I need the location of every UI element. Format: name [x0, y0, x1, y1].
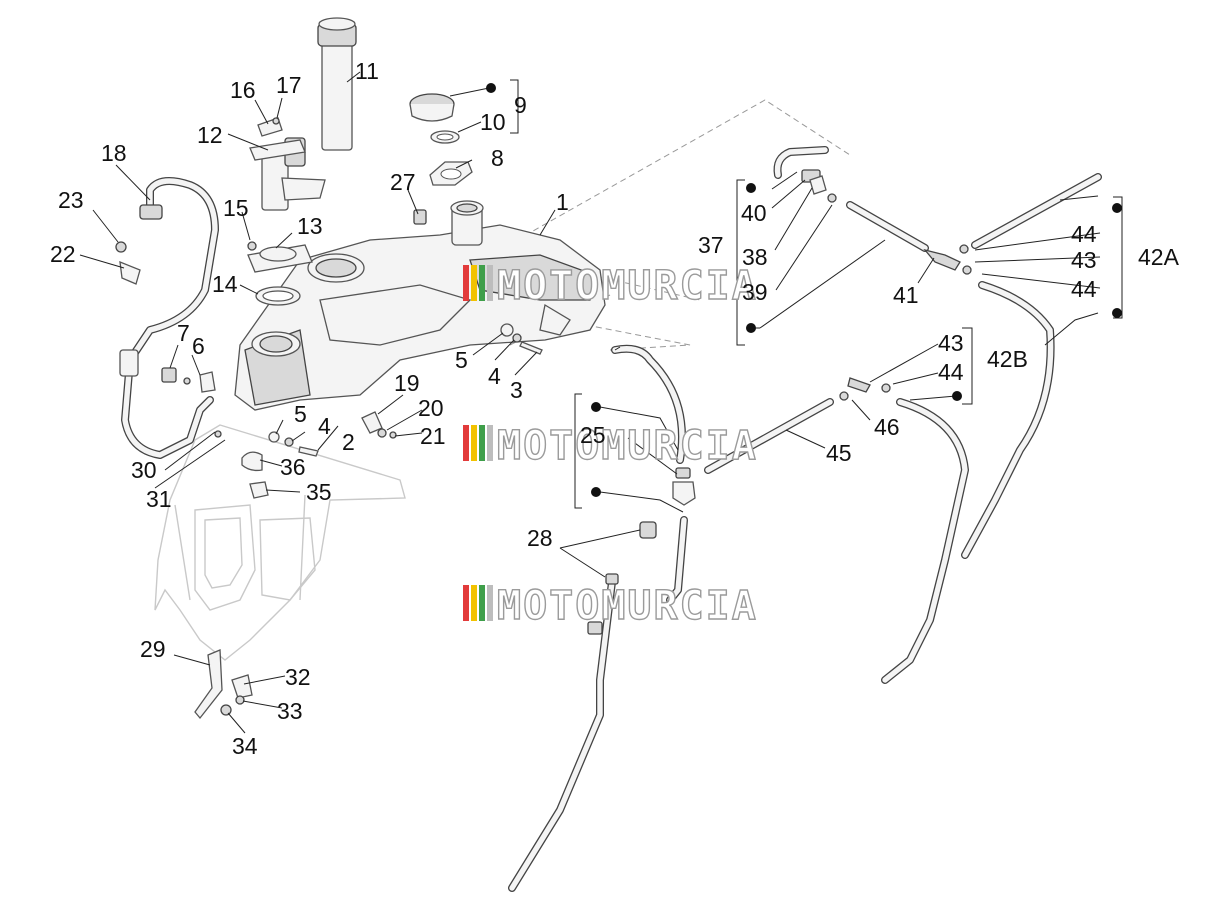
hose-group-25 [508, 344, 696, 892]
watermark-3: MOTOMURCIA [463, 582, 758, 630]
part-label-6: 6 [192, 333, 205, 359]
small-fasteners [161, 323, 543, 720]
watermark-stripe [471, 585, 477, 621]
dot-25-top [591, 402, 601, 412]
part-label-33: 33 [277, 698, 303, 724]
part-label-43: 43 [938, 330, 964, 356]
leader-lines [79, 71, 1123, 734]
part-label-35: 35 [306, 479, 332, 505]
reference-dots [486, 83, 1122, 497]
dot-42b [952, 391, 962, 401]
part-label-1: 1 [556, 189, 569, 215]
part-label-30: 30 [131, 457, 157, 483]
watermark-stripe [487, 265, 493, 301]
part-label-18: 18 [101, 140, 127, 166]
dot-40 [746, 183, 756, 193]
part-label-27: 27 [390, 169, 416, 195]
watermark-stripe [479, 265, 485, 301]
part-label-40: 40 [741, 200, 767, 226]
dot-9 [486, 83, 496, 93]
filler-cap-set [409, 93, 473, 225]
watermark-stripe [471, 425, 477, 461]
part-label-22: 22 [50, 241, 76, 267]
part-label-37: 37 [698, 232, 724, 258]
watermark-stripe [487, 425, 493, 461]
part-label-42b: 42B [987, 346, 1028, 372]
part-label-43: 43 [1071, 247, 1097, 273]
fuel-level-sender [317, 17, 357, 151]
watermark-stripe [479, 425, 485, 461]
part-label-32: 32 [285, 664, 311, 690]
part-label-19: 19 [394, 370, 420, 396]
part-label-4: 4 [488, 363, 501, 389]
watermark-text: MOTOMURCIA [497, 583, 758, 629]
watermark-stripe [471, 265, 477, 301]
part-label-5: 5 [455, 347, 468, 373]
breather-hoses [704, 146, 1102, 684]
watermark-2: MOTOMURCIA [463, 422, 758, 470]
part-label-41: 41 [893, 282, 919, 308]
part-label-38: 38 [742, 244, 768, 270]
part-label-17: 17 [276, 72, 302, 98]
dot-42a-top [1112, 203, 1122, 213]
part-label-14: 14 [212, 271, 238, 297]
part-label-45: 45 [826, 440, 852, 466]
part-labels: 1 2 3 4 4 5 5 6 7 8 9 10 11 12 13 14 15 … [50, 58, 1180, 759]
part-label-5: 5 [294, 401, 307, 427]
part-label-36: 36 [280, 454, 306, 480]
part-label-25: 25 [580, 422, 606, 448]
part-label-16: 16 [230, 77, 256, 103]
part-label-4: 4 [318, 413, 331, 439]
part-label-9: 9 [514, 92, 527, 118]
part-label-2: 2 [342, 429, 355, 455]
fuel-pump [249, 117, 326, 211]
part-label-34: 34 [232, 733, 258, 759]
hose-18 [115, 177, 219, 459]
fuel-tank [234, 200, 606, 411]
dot-25-bottom [591, 487, 601, 497]
part-label-39: 39 [742, 279, 768, 305]
watermark-stripe [463, 585, 469, 621]
part-label-44: 44 [1071, 276, 1097, 302]
watermark-text: MOTOMURCIA [497, 423, 758, 469]
watermark-stripe [463, 425, 469, 461]
part-label-31: 31 [146, 486, 172, 512]
part-label-44: 44 [938, 359, 964, 385]
part-label-13: 13 [297, 213, 323, 239]
dot-42a-bottom [1112, 308, 1122, 318]
part-label-42a: 42A [1138, 244, 1180, 270]
watermark-text: MOTOMURCIA [497, 263, 758, 309]
watermark-stripe [487, 585, 493, 621]
part-label-21: 21 [420, 423, 446, 449]
dot-37 [746, 323, 756, 333]
part-label-23: 23 [58, 187, 84, 213]
part-label-15: 15 [223, 195, 249, 221]
part-label-28: 28 [527, 525, 553, 551]
part-label-10: 10 [480, 109, 506, 135]
part-label-12: 12 [197, 122, 223, 148]
watermark-1: MOTOMURCIA [463, 262, 758, 310]
part-label-11: 11 [355, 58, 379, 84]
scooter-frame-ghost [154, 424, 406, 661]
watermark-stripe [479, 585, 485, 621]
part-label-8: 8 [491, 145, 504, 171]
part-label-3: 3 [510, 377, 523, 403]
part-label-7: 7 [177, 320, 190, 346]
pump-flange-gasket [247, 241, 313, 306]
part-label-29: 29 [140, 636, 166, 662]
part-label-20: 20 [418, 395, 444, 421]
watermark-stripe [463, 265, 469, 301]
part-label-44: 44 [1071, 221, 1097, 247]
part-label-46: 46 [874, 414, 900, 440]
